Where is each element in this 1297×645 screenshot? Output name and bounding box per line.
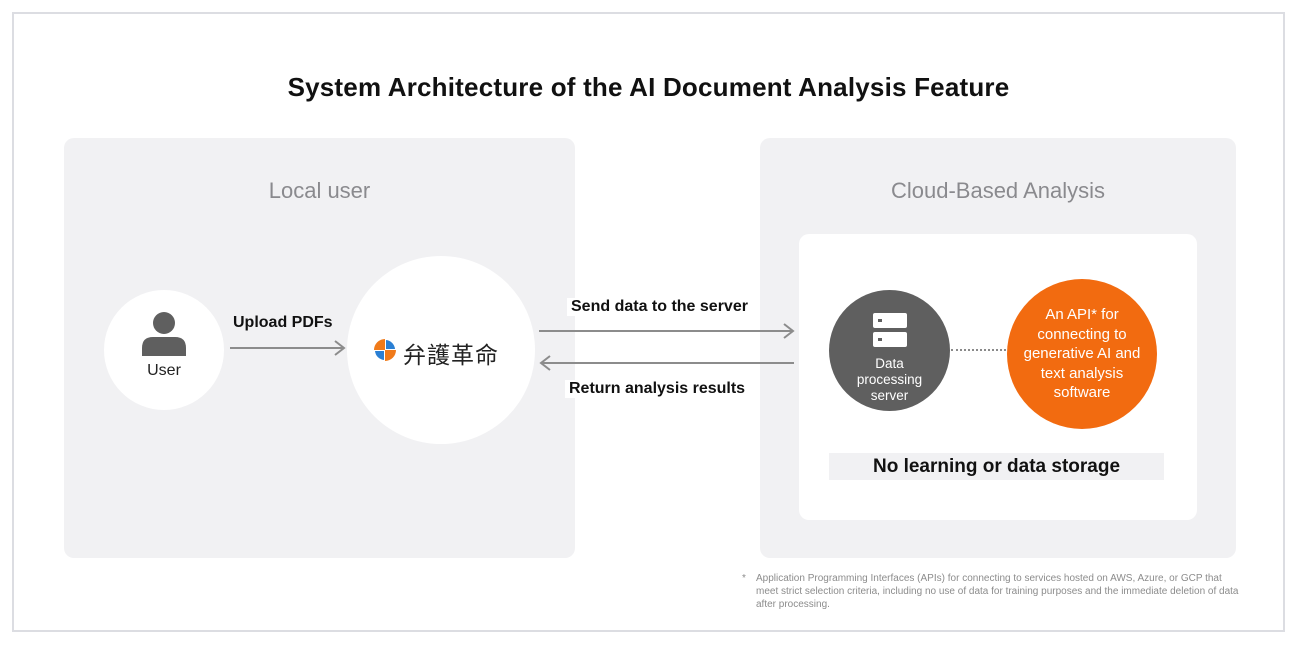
user-node: User — [104, 290, 224, 410]
server-label-line: processing — [856, 372, 923, 387]
api-node: An API* for connecting to generative AI … — [1007, 279, 1157, 429]
api-label-line: software — [1053, 384, 1111, 401]
api-label-line: connecting to — [1037, 325, 1127, 343]
app-node: 弁護革命 — [347, 256, 535, 444]
data-processing-server-node: Data processing server — [829, 290, 950, 411]
app-name: 弁護革命 — [403, 343, 499, 369]
dotted-connector — [951, 349, 1006, 351]
diagram-title: System Architecture of the AI Document A… — [287, 72, 1010, 102]
api-label-line: text analysis — [1040, 364, 1124, 382]
server-label-line: server — [870, 388, 909, 403]
person-icon — [142, 312, 186, 356]
footnote-text: Application Programming Interfaces (APIs… — [756, 573, 1239, 610]
app-logo: 弁護革命 — [373, 336, 513, 369]
server-label: Data processing server — [829, 356, 950, 404]
server-icon — [873, 313, 907, 347]
user-label: User — [147, 362, 181, 379]
upload-pdfs-label: Upload PDFs — [233, 314, 333, 331]
api-label-line: An API* for — [1045, 306, 1119, 323]
api-label-line: generative AI and — [1023, 345, 1141, 362]
footnote-marker: * — [742, 573, 746, 584]
app-logo-icon — [374, 339, 396, 361]
api-label: An API* for connecting to generative AI … — [1015, 305, 1149, 403]
return-results-label: Return analysis results — [565, 380, 750, 398]
local-panel-title: Local user — [268, 178, 371, 203]
server-label-line: Data — [875, 356, 904, 371]
cloud-panel-title: Cloud-Based Analysis — [890, 178, 1105, 203]
send-data-label: Send data to the server — [567, 298, 752, 316]
no-storage-banner: No learning or data storage — [829, 453, 1164, 480]
